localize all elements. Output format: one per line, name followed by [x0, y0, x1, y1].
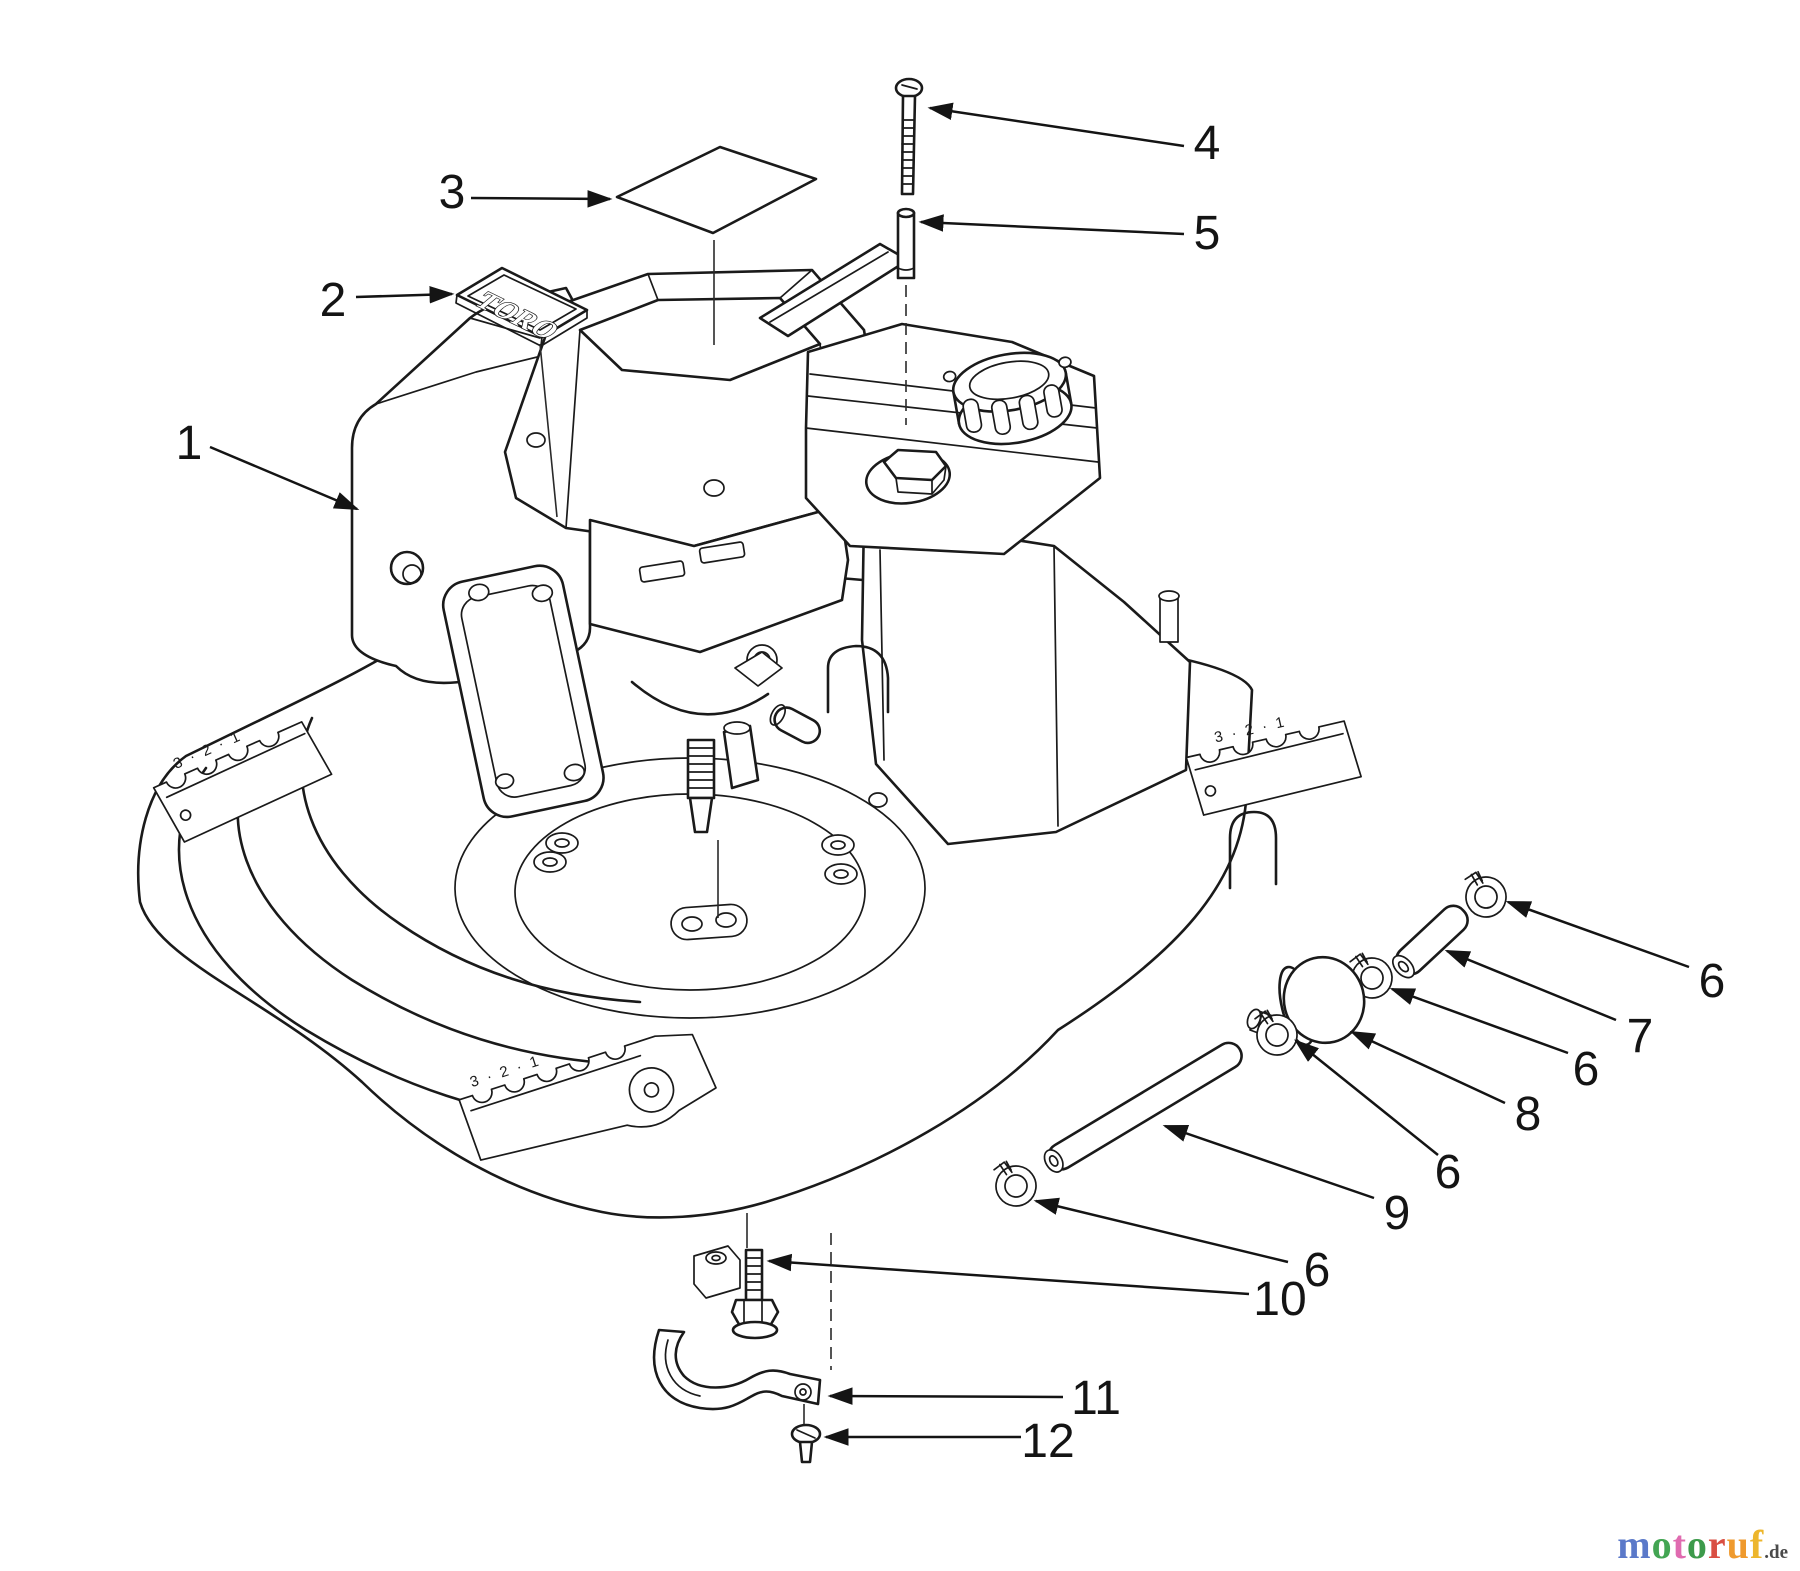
callout-number-7: 7 [1627, 1010, 1654, 1063]
watermark-letter: f [1749, 1522, 1765, 1567]
height-bracket-bottom: 3·2·1 [458, 1033, 717, 1161]
fuel-line-parts [988, 868, 1512, 1210]
engine-assembly [350, 242, 1102, 834]
part-5-spacer-pin [896, 207, 916, 280]
watermark-letter: o [1686, 1522, 1708, 1567]
leader-line-2 [355, 285, 455, 304]
gas-cap [942, 351, 1073, 446]
watermark-wordmark: motoruf [1617, 1522, 1764, 1567]
watermark-letter: r [1707, 1522, 1727, 1567]
callout-number-11: 11 [1071, 1372, 1121, 1425]
callout-number-5: 5 [1194, 207, 1221, 260]
watermark-letter: m [1617, 1522, 1652, 1567]
choke-knob [864, 448, 952, 505]
bottom-parts [652, 1245, 822, 1464]
deck-rear-plate [860, 514, 1192, 846]
part-9-fuel-line [1043, 1041, 1243, 1173]
leader-line-6d [1033, 1197, 1289, 1264]
part-10-bolt [693, 1245, 780, 1340]
screw-icon [526, 432, 546, 448]
leader-line-8 [1349, 1030, 1506, 1105]
callout-number-4: 4 [1194, 117, 1221, 170]
mower-deck: 3·2·1 3·2·1 3·2·1 [136, 514, 1362, 1219]
leader-line-11 [827, 1387, 1064, 1405]
locator-lines [539, 240, 907, 1424]
part-7-fuel-hose [1391, 904, 1469, 979]
muffler-plate [441, 564, 605, 819]
leader-line-7 [1444, 949, 1617, 1022]
crankshaft [630, 680, 822, 834]
deck-arch-cutout [1228, 810, 1278, 890]
watermark-suffix: .de [1764, 1542, 1788, 1563]
watermark-letter: u [1726, 1522, 1750, 1567]
part-11-guard-bracket [652, 1328, 822, 1411]
leader-line-1 [209, 445, 360, 511]
callout-number-9: 9 [1384, 1187, 1411, 1240]
mounting-washers [533, 792, 888, 941]
leader-line-5 [918, 214, 1185, 236]
callout-number-1: 1 [176, 417, 203, 470]
callout-number-8: 8 [1515, 1088, 1542, 1141]
housing-hole [389, 550, 425, 586]
watermark-letter: t [1672, 1522, 1687, 1567]
callout-number-6d: 6 [1304, 1244, 1331, 1297]
engine-mid-band [588, 504, 850, 654]
watermark-letter: o [1651, 1522, 1673, 1567]
part-4-bolt [894, 77, 924, 196]
deck-support-pin [1159, 595, 1179, 643]
leader-line-3 [470, 190, 613, 208]
screw-icon [703, 479, 725, 497]
leader-line-6b [1389, 987, 1569, 1055]
part-6-hose-clamp [988, 1159, 1040, 1210]
part-12-screw [790, 1423, 822, 1464]
callout-number-12: 12 [1021, 1415, 1074, 1468]
leader-line-6a [1505, 900, 1690, 969]
callout-number-6c: 6 [1435, 1146, 1462, 1199]
leader-line-6c [1294, 1039, 1439, 1156]
watermark-motoruf-logo: motoruf.de [1617, 1525, 1788, 1565]
leader-line-10 [766, 1253, 1250, 1296]
leader-line-4 [927, 102, 1185, 148]
linkage-u-piece [826, 644, 890, 714]
callout-number-6b: 6 [1573, 1043, 1600, 1096]
callout-number-6a: 6 [1699, 955, 1726, 1008]
part-3-air-cleaner-cover [615, 145, 818, 235]
callout-number-3: 3 [439, 166, 466, 219]
leader-line-9 [1162, 1124, 1375, 1200]
callout-number-10: 10 [1253, 1273, 1306, 1326]
callout-number-2: 2 [320, 274, 347, 327]
